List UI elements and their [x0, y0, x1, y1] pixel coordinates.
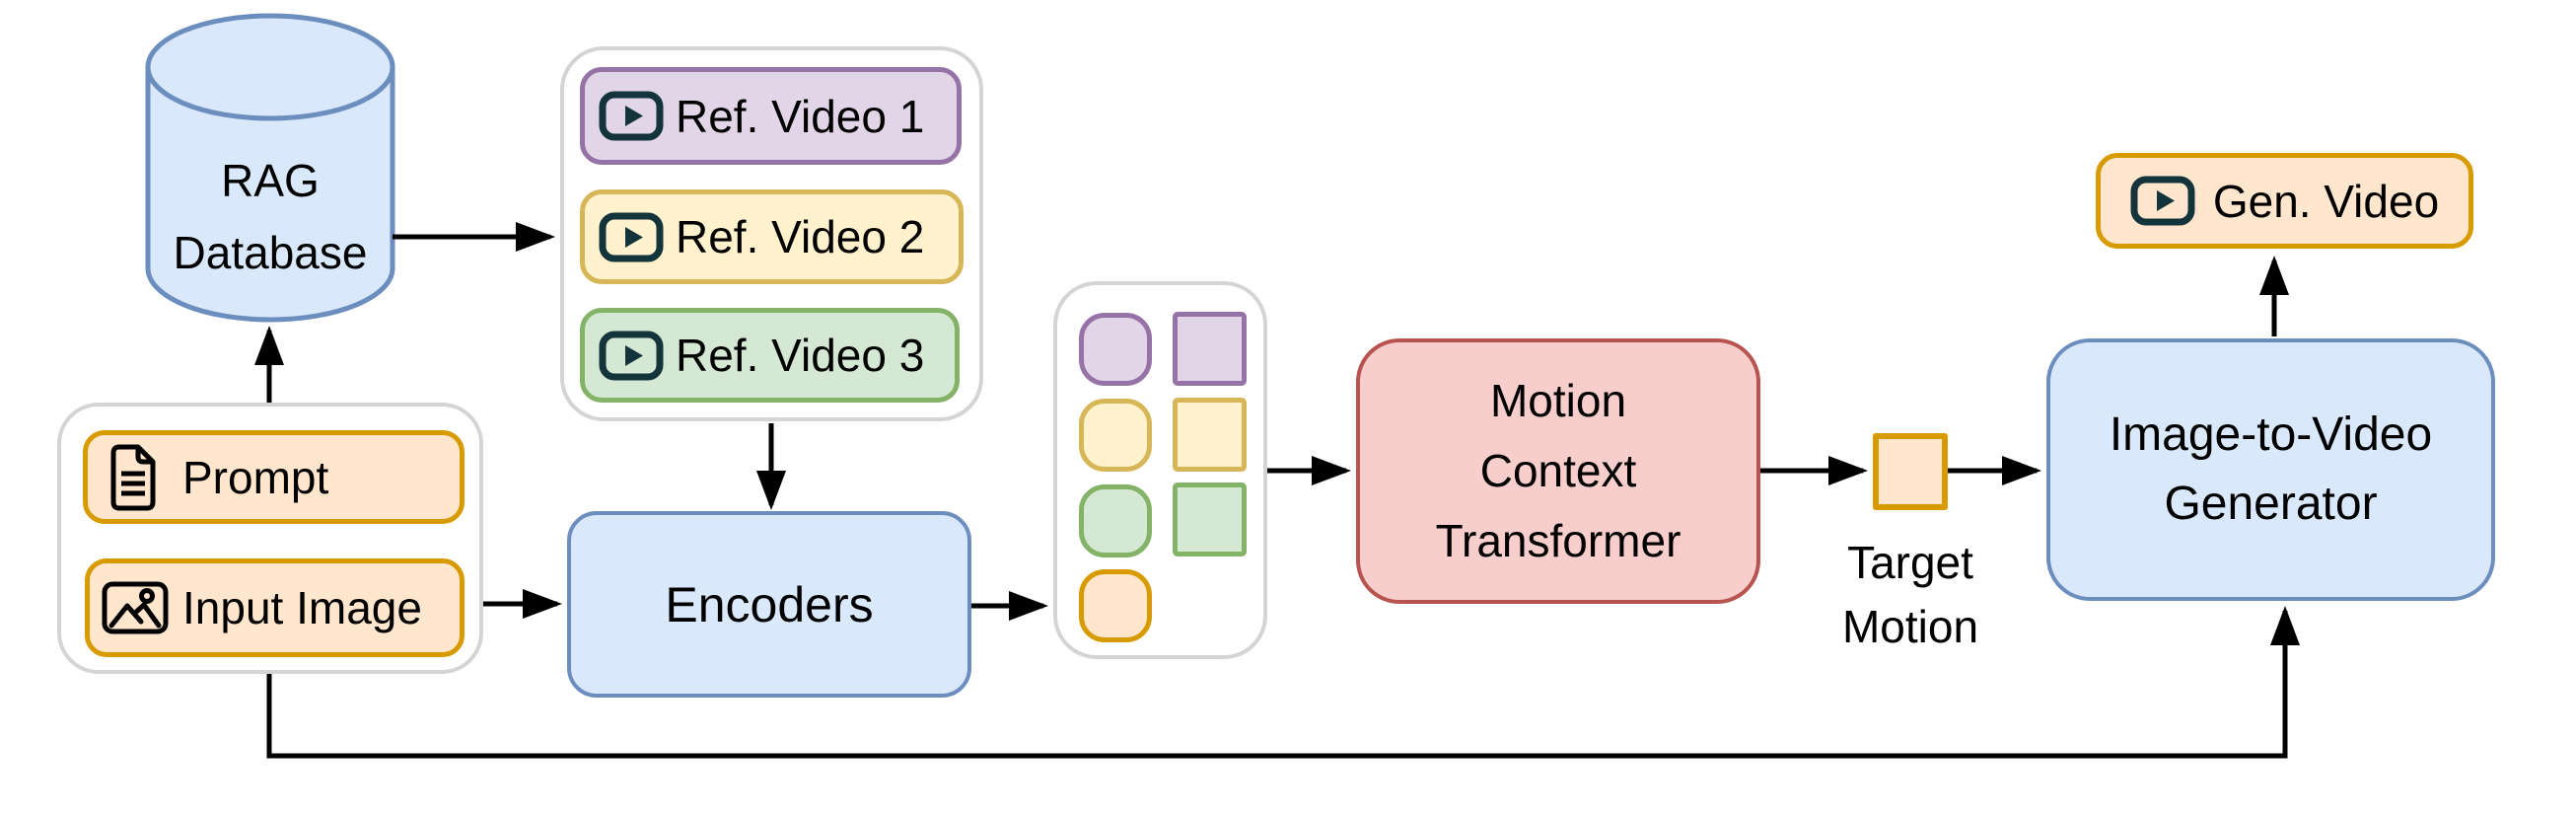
play-icon [599, 91, 664, 141]
ref-video-3: Ref. Video 3 [580, 308, 960, 403]
ref-videos-group: Ref. Video 1 Ref. Video 2 Ref. Video 3 [560, 46, 983, 421]
target-motion-label: Target Motion [1841, 537, 1979, 652]
rag-database-label: RAG Database [173, 155, 368, 278]
ref-video-1: Ref. Video 1 [580, 67, 962, 165]
play-icon [599, 212, 664, 261]
token-square-green [1173, 482, 1247, 556]
token-square-yellow [1173, 398, 1247, 472]
gen-video-label: Gen. Video [2212, 175, 2440, 227]
image-to-video-generator-node: Image-to-Video Generator [2046, 338, 2495, 601]
target-motion-square [1873, 433, 1948, 510]
prompt-node: Prompt [83, 430, 465, 524]
input-image-label: Input Image [182, 582, 422, 633]
token-rounded-purple [1079, 313, 1152, 386]
arrow-input-image-feedback-to-generator [266, 606, 2300, 759]
rag-database-cylinder [145, 13, 395, 323]
ref-video-2-label: Ref. Video 2 [676, 211, 925, 262]
play-icon [599, 331, 664, 380]
gen-video-node: Gen. Video [2096, 153, 2473, 249]
motion-context-transformer-node: Motion Context Transformer [1356, 338, 1760, 604]
token-rounded-orange [1079, 569, 1152, 642]
ref-video-1-label: Ref. Video 1 [676, 90, 925, 142]
image-icon [102, 581, 169, 634]
token-square-purple [1173, 312, 1247, 386]
token-rounded-green [1079, 484, 1152, 557]
encoders-node: Encoders [567, 511, 971, 698]
input-image-node: Input Image [85, 558, 465, 657]
ref-video-2: Ref. Video 2 [580, 189, 964, 284]
play-icon [2130, 176, 2195, 226]
document-icon [110, 444, 156, 510]
token-rounded-yellow [1079, 399, 1152, 472]
inputs-group: Prompt Input Image [57, 403, 483, 674]
token-grid [1053, 281, 1267, 659]
ref-video-3-label: Ref. Video 3 [676, 330, 925, 381]
prompt-label: Prompt [182, 451, 329, 503]
